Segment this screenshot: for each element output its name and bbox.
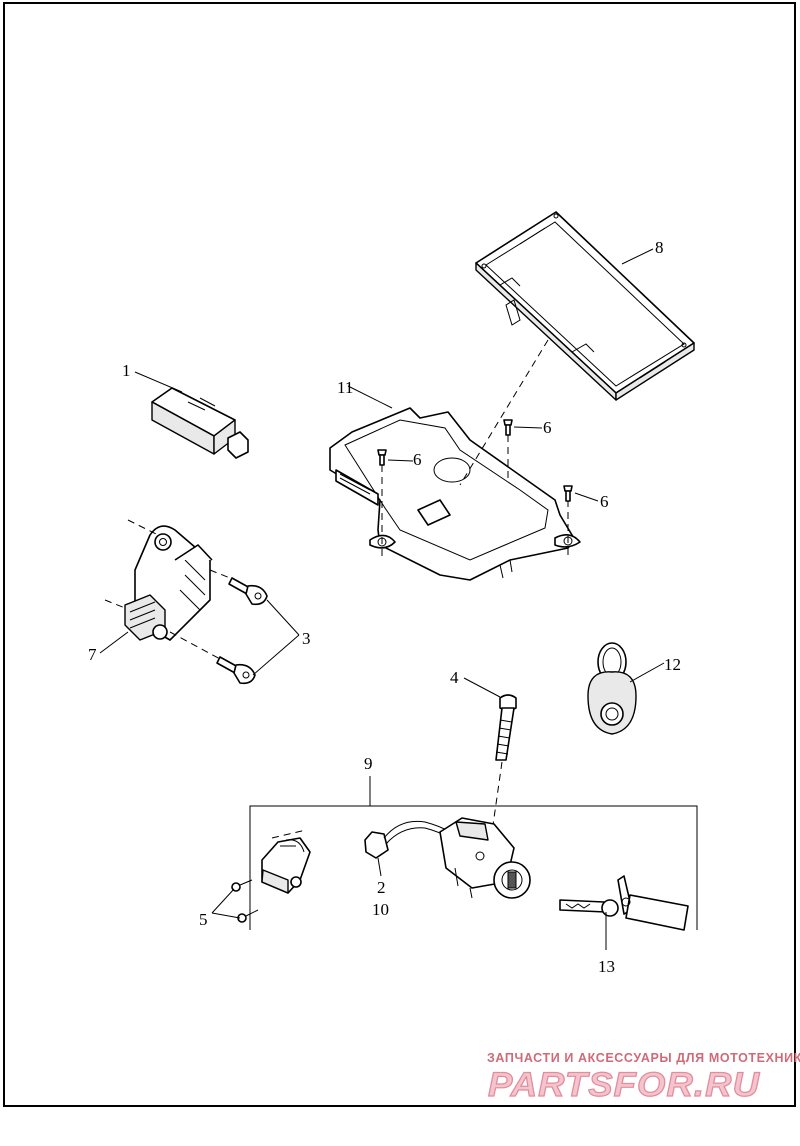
callout-6-center: 6 — [543, 418, 552, 437]
leader-lines — [99, 248, 665, 950]
callout-7: 7 — [88, 645, 97, 664]
callout-5: 5 — [199, 910, 208, 929]
callout-11: 11 — [337, 378, 353, 397]
part-1-connector[interactable] — [151, 387, 249, 459]
callout-10: 10 — [372, 900, 389, 919]
callout-3: 3 — [302, 629, 311, 648]
part-3-bolt-lower[interactable] — [216, 656, 256, 685]
part-5-screw-upper[interactable] — [231, 879, 253, 892]
callout-6-right: 6 — [600, 492, 609, 511]
callout-2: 2 — [377, 878, 386, 897]
watermark: ЗАПЧАСТИ И АКСЕССУАРЫ ДЛЯ МОТОТЕХНИКИ PA… — [487, 1051, 800, 1105]
callout-9: 9 — [364, 754, 373, 773]
part-6-screw-left[interactable] — [377, 449, 387, 466]
part-6-screw-right[interactable] — [563, 485, 573, 502]
group-9-bracket — [249, 805, 698, 930]
part-13-keys[interactable] — [559, 875, 689, 931]
callout-4: 4 — [450, 668, 459, 687]
part-2-10-ignition-switch[interactable] — [364, 817, 531, 899]
part-11-tray[interactable] — [329, 407, 581, 581]
part-12-key-fob[interactable] — [587, 642, 637, 735]
part-8-module[interactable] — [475, 211, 695, 401]
watermark-tagline: ЗАПЧАСТИ И АКСЕССУАРЫ ДЛЯ МОТОТЕХНИКИ — [487, 1051, 800, 1065]
watermark-logo: PARTSFOR.RU — [488, 1066, 760, 1104]
diagram-frame — [3, 2, 796, 1107]
part-4-long-bolt[interactable] — [495, 694, 517, 761]
callout-8: 8 — [655, 238, 664, 257]
part-5-screw-lower[interactable] — [237, 909, 259, 923]
part-5-switch[interactable] — [261, 837, 311, 894]
part-3-bolt-upper[interactable] — [228, 577, 268, 606]
callouts: 1 2 3 4 5 6 6 6 7 8 9 10 11 12 13 — [88, 238, 681, 976]
part-7-sensor[interactable] — [124, 525, 213, 641]
part-6-screw-center[interactable] — [503, 419, 513, 436]
callout-13: 13 — [598, 957, 615, 976]
callout-6-left: 6 — [413, 450, 422, 469]
callout-1: 1 — [122, 361, 131, 380]
callout-12: 12 — [664, 655, 681, 674]
